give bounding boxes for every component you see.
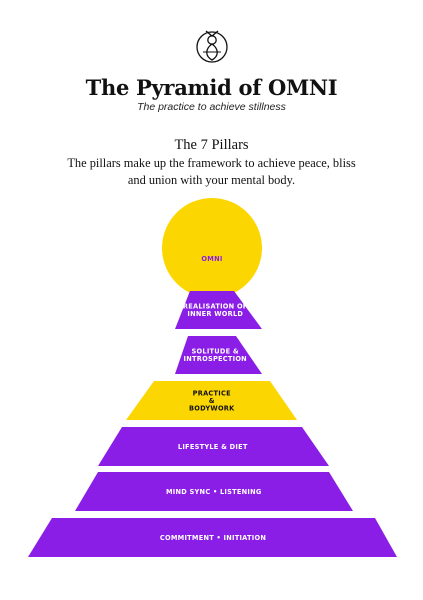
pyramid-apex: OMNI xyxy=(162,198,262,298)
pyramid-tier-3-label: PRACTICE xyxy=(193,389,231,397)
page-title: The Pyramid of OMNI xyxy=(85,75,338,100)
pyramid-tier-6-label: COMMITMENT • INITIATION xyxy=(160,534,266,542)
pyramid-tier-3-label: BODYWORK xyxy=(189,405,235,413)
pyramid-tier-1 xyxy=(175,291,262,329)
pyramid-tier-4-label: LIFESTYLE & DIET xyxy=(178,443,248,451)
pyramid-tier-1-label: REALISATION OF xyxy=(183,303,248,311)
pyramid-tier-3-label: & xyxy=(209,397,215,405)
pyramid-tier-2 xyxy=(175,336,262,374)
apex-circle xyxy=(162,198,262,298)
pyramid-tier-3 xyxy=(126,381,297,420)
pyramid-tier-5 xyxy=(75,472,353,511)
pyramid-tier-1-label: INNER WORLD xyxy=(187,310,243,318)
pyramid-tier-4 xyxy=(98,427,329,466)
pyramid-tier-5-label: MIND SYNC • LISTENING xyxy=(166,488,262,496)
apex-label: OMNI xyxy=(201,255,222,263)
page-subtitle: The practice to achieve stillness xyxy=(137,101,286,113)
pillars-heading: The 7 Pillars xyxy=(174,137,249,153)
pyramid-tier-2-label: INTROSPECTION xyxy=(184,355,247,363)
pyramid-tier-6 xyxy=(28,518,397,557)
pyramid-tier-2-label: SOLITUDE & xyxy=(192,348,239,356)
pillars-description: The pillars make up the framework to ach… xyxy=(67,156,356,187)
omni-logo-icon xyxy=(196,30,228,63)
